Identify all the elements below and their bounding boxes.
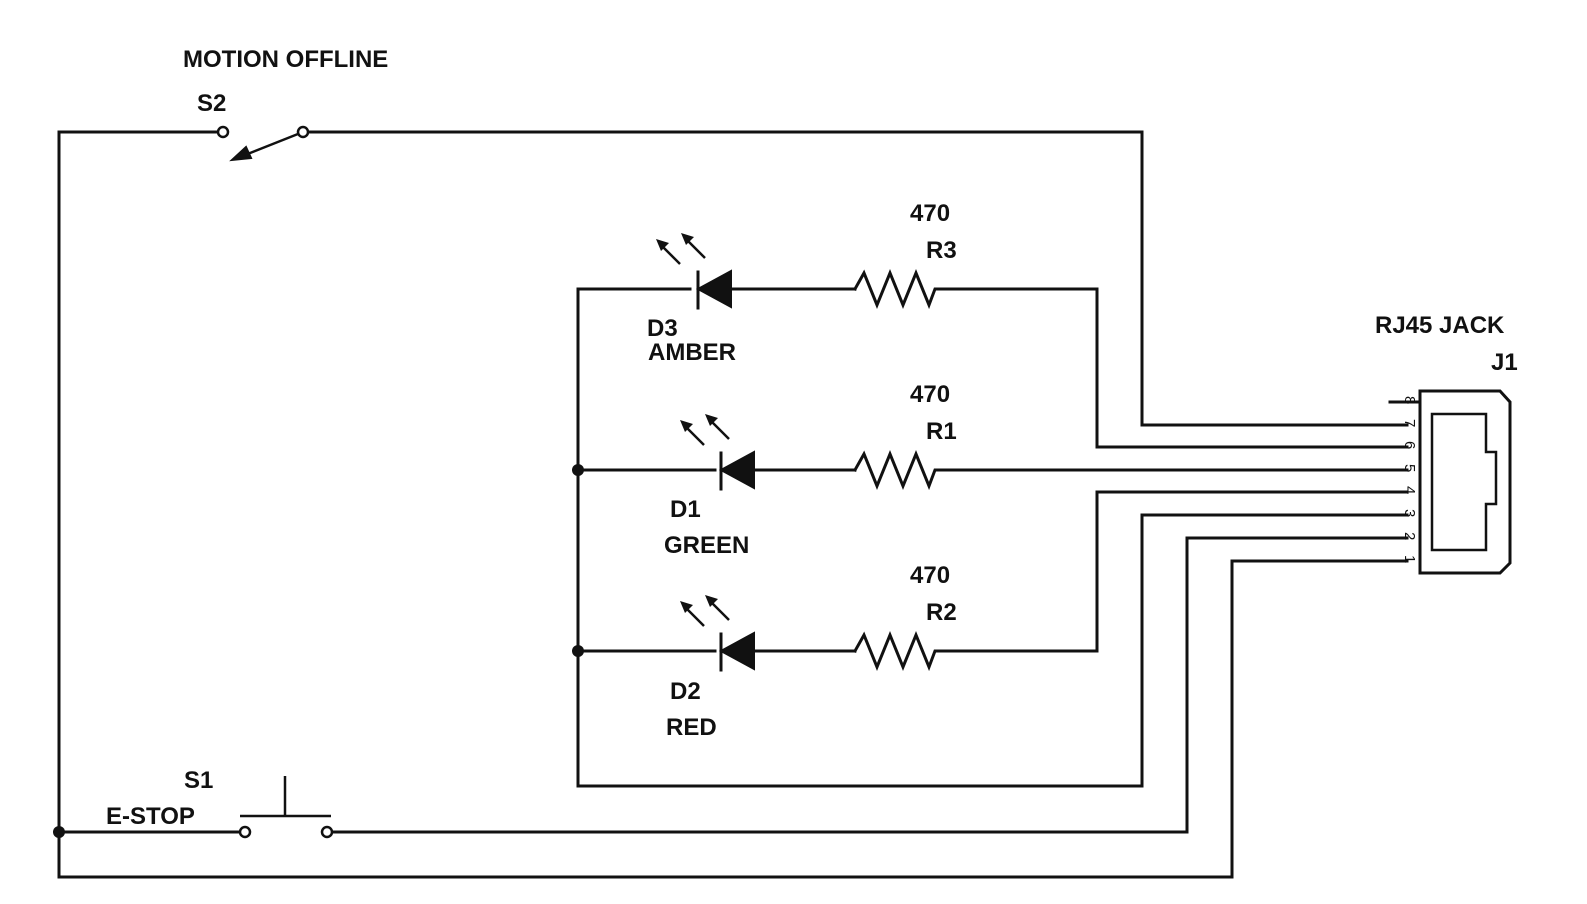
led-d2: D2 RED <box>666 595 755 741</box>
led-d1-color: GREEN <box>664 532 749 559</box>
switch-s1-terminal <box>320 825 334 839</box>
resistor-r3-zigzag-icon <box>852 269 947 310</box>
switch-s2-terminal <box>216 125 230 139</box>
junction-dot <box>572 645 584 657</box>
switch-s2-terminal <box>296 125 310 139</box>
rj45-pin-label: 5 <box>1401 464 1418 472</box>
wire-left-rail <box>57 130 1409 879</box>
rj45-jack-name: RJ45 JACK <box>1375 312 1505 339</box>
wire-r2-to-pin4 <box>943 490 1409 653</box>
resistor-r2: 470 R2 <box>852 562 957 672</box>
rj45-jack-ref: J1 <box>1491 349 1518 376</box>
led-d3-emission-icon <box>656 233 706 265</box>
switch-s2: MOTION OFFLINE S2 <box>183 46 388 162</box>
led-d1-ref: D1 <box>670 496 701 523</box>
resistor-r3: 470 R3 <box>852 200 957 310</box>
led-d1-diode-icon <box>718 450 755 490</box>
led-d1-emission-icon <box>680 414 730 446</box>
rj45-jack: 8 7 6 5 4 3 2 1 RJ45 JACK J1 <box>1375 312 1518 575</box>
resistor-r3-value: 470 <box>910 200 950 227</box>
rj45-jack-port-icon <box>1430 412 1498 552</box>
switch-s2-ref: S2 <box>197 90 226 117</box>
rj45-pin-label: 3 <box>1401 509 1418 517</box>
rj45-pin-label: 1 <box>1401 555 1418 563</box>
resistor-r2-ref: R2 <box>926 599 957 626</box>
resistor-r2-value: 470 <box>910 562 950 589</box>
switch-s2-lever <box>239 130 304 159</box>
wire-estop-to-pin2 <box>325 536 1409 834</box>
led-d1: D1 GREEN <box>664 414 755 559</box>
junction-dot <box>53 826 65 838</box>
junction-dot <box>572 464 584 476</box>
wire-s2-to-pin7 <box>301 130 1409 427</box>
led-d2-emission-icon <box>680 595 730 627</box>
wire-r3-to-pin6 <box>943 287 1409 449</box>
resistor-r1: 470 R1 <box>852 381 957 491</box>
switch-s1-ref: S1 <box>184 767 213 794</box>
switch-s2-arrow-icon <box>229 145 253 162</box>
wires <box>57 130 1422 879</box>
switch-s1-terminal <box>238 825 252 839</box>
resistor-r1-value: 470 <box>910 381 950 408</box>
resistor-r1-ref: R1 <box>926 418 957 445</box>
led-d2-diode-icon <box>718 631 755 671</box>
rj45-pin-label: 7 <box>1401 419 1418 427</box>
rj45-pin-label: 2 <box>1401 532 1418 540</box>
switch-s1-name: E-STOP <box>106 803 195 830</box>
wire-led-common-to-pin3 <box>576 287 1409 788</box>
led-d3-color: AMBER <box>648 339 736 366</box>
led-d3: D3 AMBER <box>647 233 736 366</box>
resistor-r1-zigzag-icon <box>852 450 947 491</box>
led-d3-ref: D3 <box>647 315 678 342</box>
switch-s2-name: MOTION OFFLINE <box>183 46 388 73</box>
resistor-r2-zigzag-icon <box>852 631 947 672</box>
resistor-r3-ref: R3 <box>926 237 957 264</box>
led-d3-diode-icon <box>695 269 732 309</box>
rj45-pin-labels: 8 7 6 5 4 3 2 1 <box>1401 396 1418 563</box>
rj45-pin-label: 8 <box>1401 396 1418 404</box>
led-d2-color: RED <box>666 714 717 741</box>
rj45-pin-label: 6 <box>1401 441 1418 449</box>
rj45-pin-label: 4 <box>1401 486 1418 494</box>
led-d2-ref: D2 <box>670 678 701 705</box>
switch-s1-estop: S1 E-STOP <box>106 767 334 839</box>
